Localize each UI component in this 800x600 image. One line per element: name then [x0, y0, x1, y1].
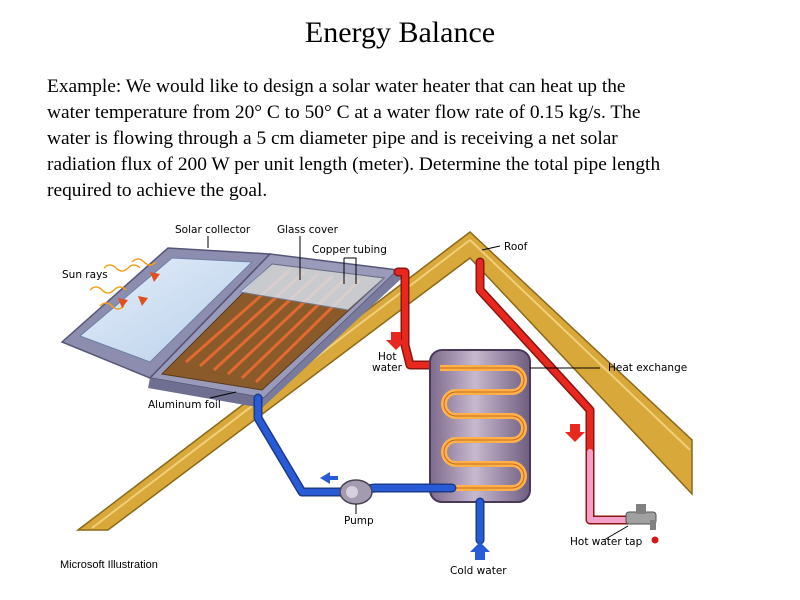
cold-water-label: Cold water — [450, 565, 507, 577]
heat-exchange-label: Heat exchange — [608, 362, 687, 374]
pump — [339, 479, 373, 505]
flow-arrows — [320, 332, 585, 560]
problem-statement: Example: We would like to design a solar… — [47, 74, 767, 204]
slide-title: Energy Balance — [304, 16, 496, 49]
problem-line: water temperature from 20° C to 50° C at… — [47, 102, 641, 123]
aluminum-foil-label: Aluminum foil — [148, 399, 221, 411]
sun-ray-arrows — [118, 272, 160, 308]
problem-line: radiation flux of 200 W per unit length … — [47, 154, 661, 175]
copper-tubing-label: Copper tubing — [312, 244, 387, 256]
glass-cover-label: Glass cover — [277, 224, 339, 236]
hot-water-label: water — [372, 362, 403, 374]
problem-line: Example: We would like to design a solar… — [47, 76, 626, 97]
problem-line: water is flowing through a 5 cm diameter… — [47, 128, 618, 149]
sun-rays-icon — [89, 258, 157, 310]
sun-rays-label: Sun rays — [62, 269, 108, 281]
arrow-up-icon — [470, 542, 490, 560]
image-credit: Microsoft Illustration — [60, 559, 158, 571]
arrow-down-icon — [386, 332, 406, 350]
hot-water-label: Hot — [378, 351, 396, 363]
hot-water-tap-label: Hot water tap — [570, 536, 643, 548]
pump-label: Pump — [344, 515, 374, 527]
solar-collector — [60, 247, 402, 408]
storage-tank — [429, 349, 531, 503]
hot-water-tap — [625, 504, 659, 544]
cold-water-pipe — [253, 393, 485, 545]
problem-line: required to achieve the goal. — [47, 180, 268, 201]
roof-label: Roof — [504, 241, 528, 253]
arrow-down-icon — [565, 424, 585, 442]
arrow-left-icon — [320, 472, 338, 484]
solar-collector-label: Solar collector — [175, 224, 251, 236]
